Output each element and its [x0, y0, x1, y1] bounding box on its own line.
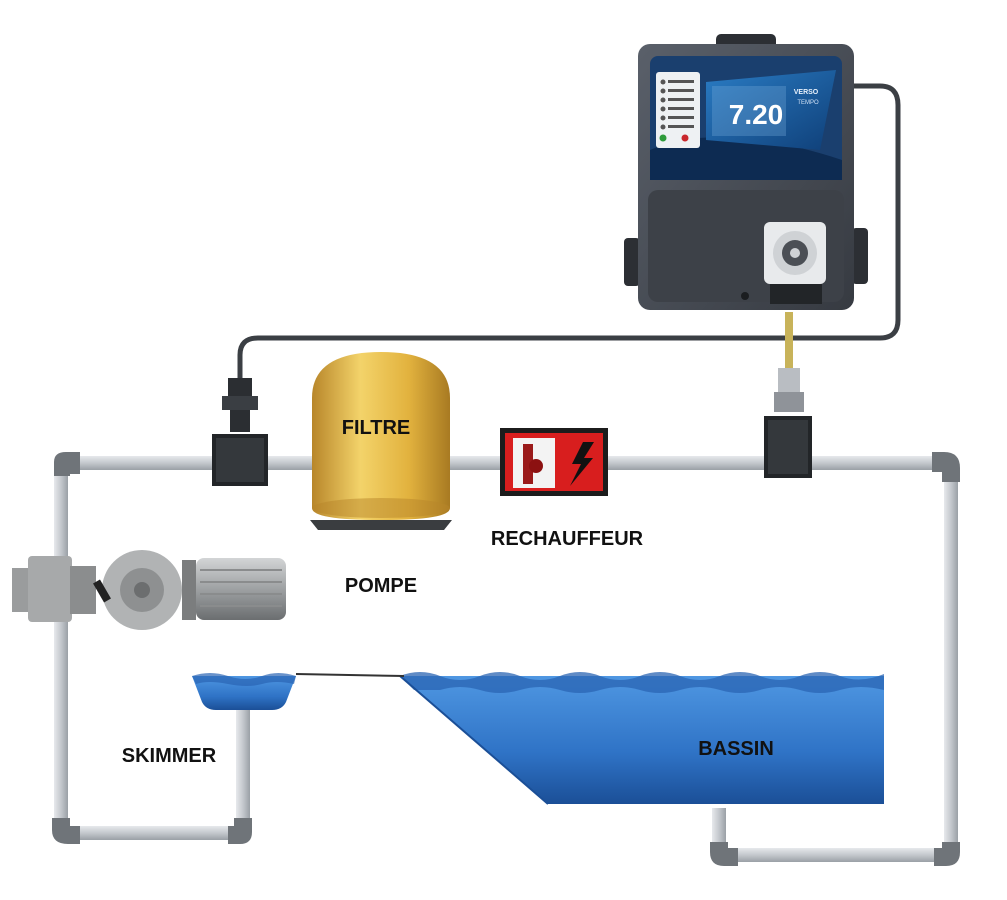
- elbow-skimmer: [228, 818, 252, 844]
- elbow-top-right: [932, 452, 960, 482]
- pool-basin: [399, 672, 884, 805]
- skimmer-connector: [295, 673, 405, 677]
- injection-tube: [785, 312, 793, 370]
- sand-filter: [310, 352, 452, 530]
- elbow-top-left: [54, 452, 80, 476]
- elbow-drain-left: [710, 842, 738, 866]
- heater-label: RECHAUFFEUR: [491, 528, 644, 550]
- elbow-bottom-left: [52, 818, 80, 844]
- status-list: [659, 79, 694, 142]
- lightning-icon: [570, 442, 594, 486]
- heater-unit: [500, 428, 608, 496]
- sensor-cable: [237, 83, 901, 381]
- injection-fitting: [764, 368, 812, 478]
- skimmer-basin: [192, 673, 296, 710]
- controller-display-value: 7.20: [729, 99, 784, 130]
- skimmer-label: SKIMMER: [122, 745, 217, 767]
- controller-brand: VERSO: [794, 89, 819, 96]
- pool-label: BASSIN: [698, 738, 774, 760]
- filter-label: FILTRE: [342, 417, 411, 439]
- elbow-bottom-right: [934, 842, 960, 866]
- pipe-elbows: [52, 452, 960, 866]
- controller-screen: [706, 70, 836, 150]
- pump-label: POMPE: [345, 575, 417, 597]
- dosing-controller: 7.20 VERSO TEMPO: [624, 34, 868, 310]
- circulation-pump: [12, 550, 286, 630]
- probe-holder: [212, 378, 268, 486]
- controller-brand-sub: TEMPO: [797, 100, 819, 106]
